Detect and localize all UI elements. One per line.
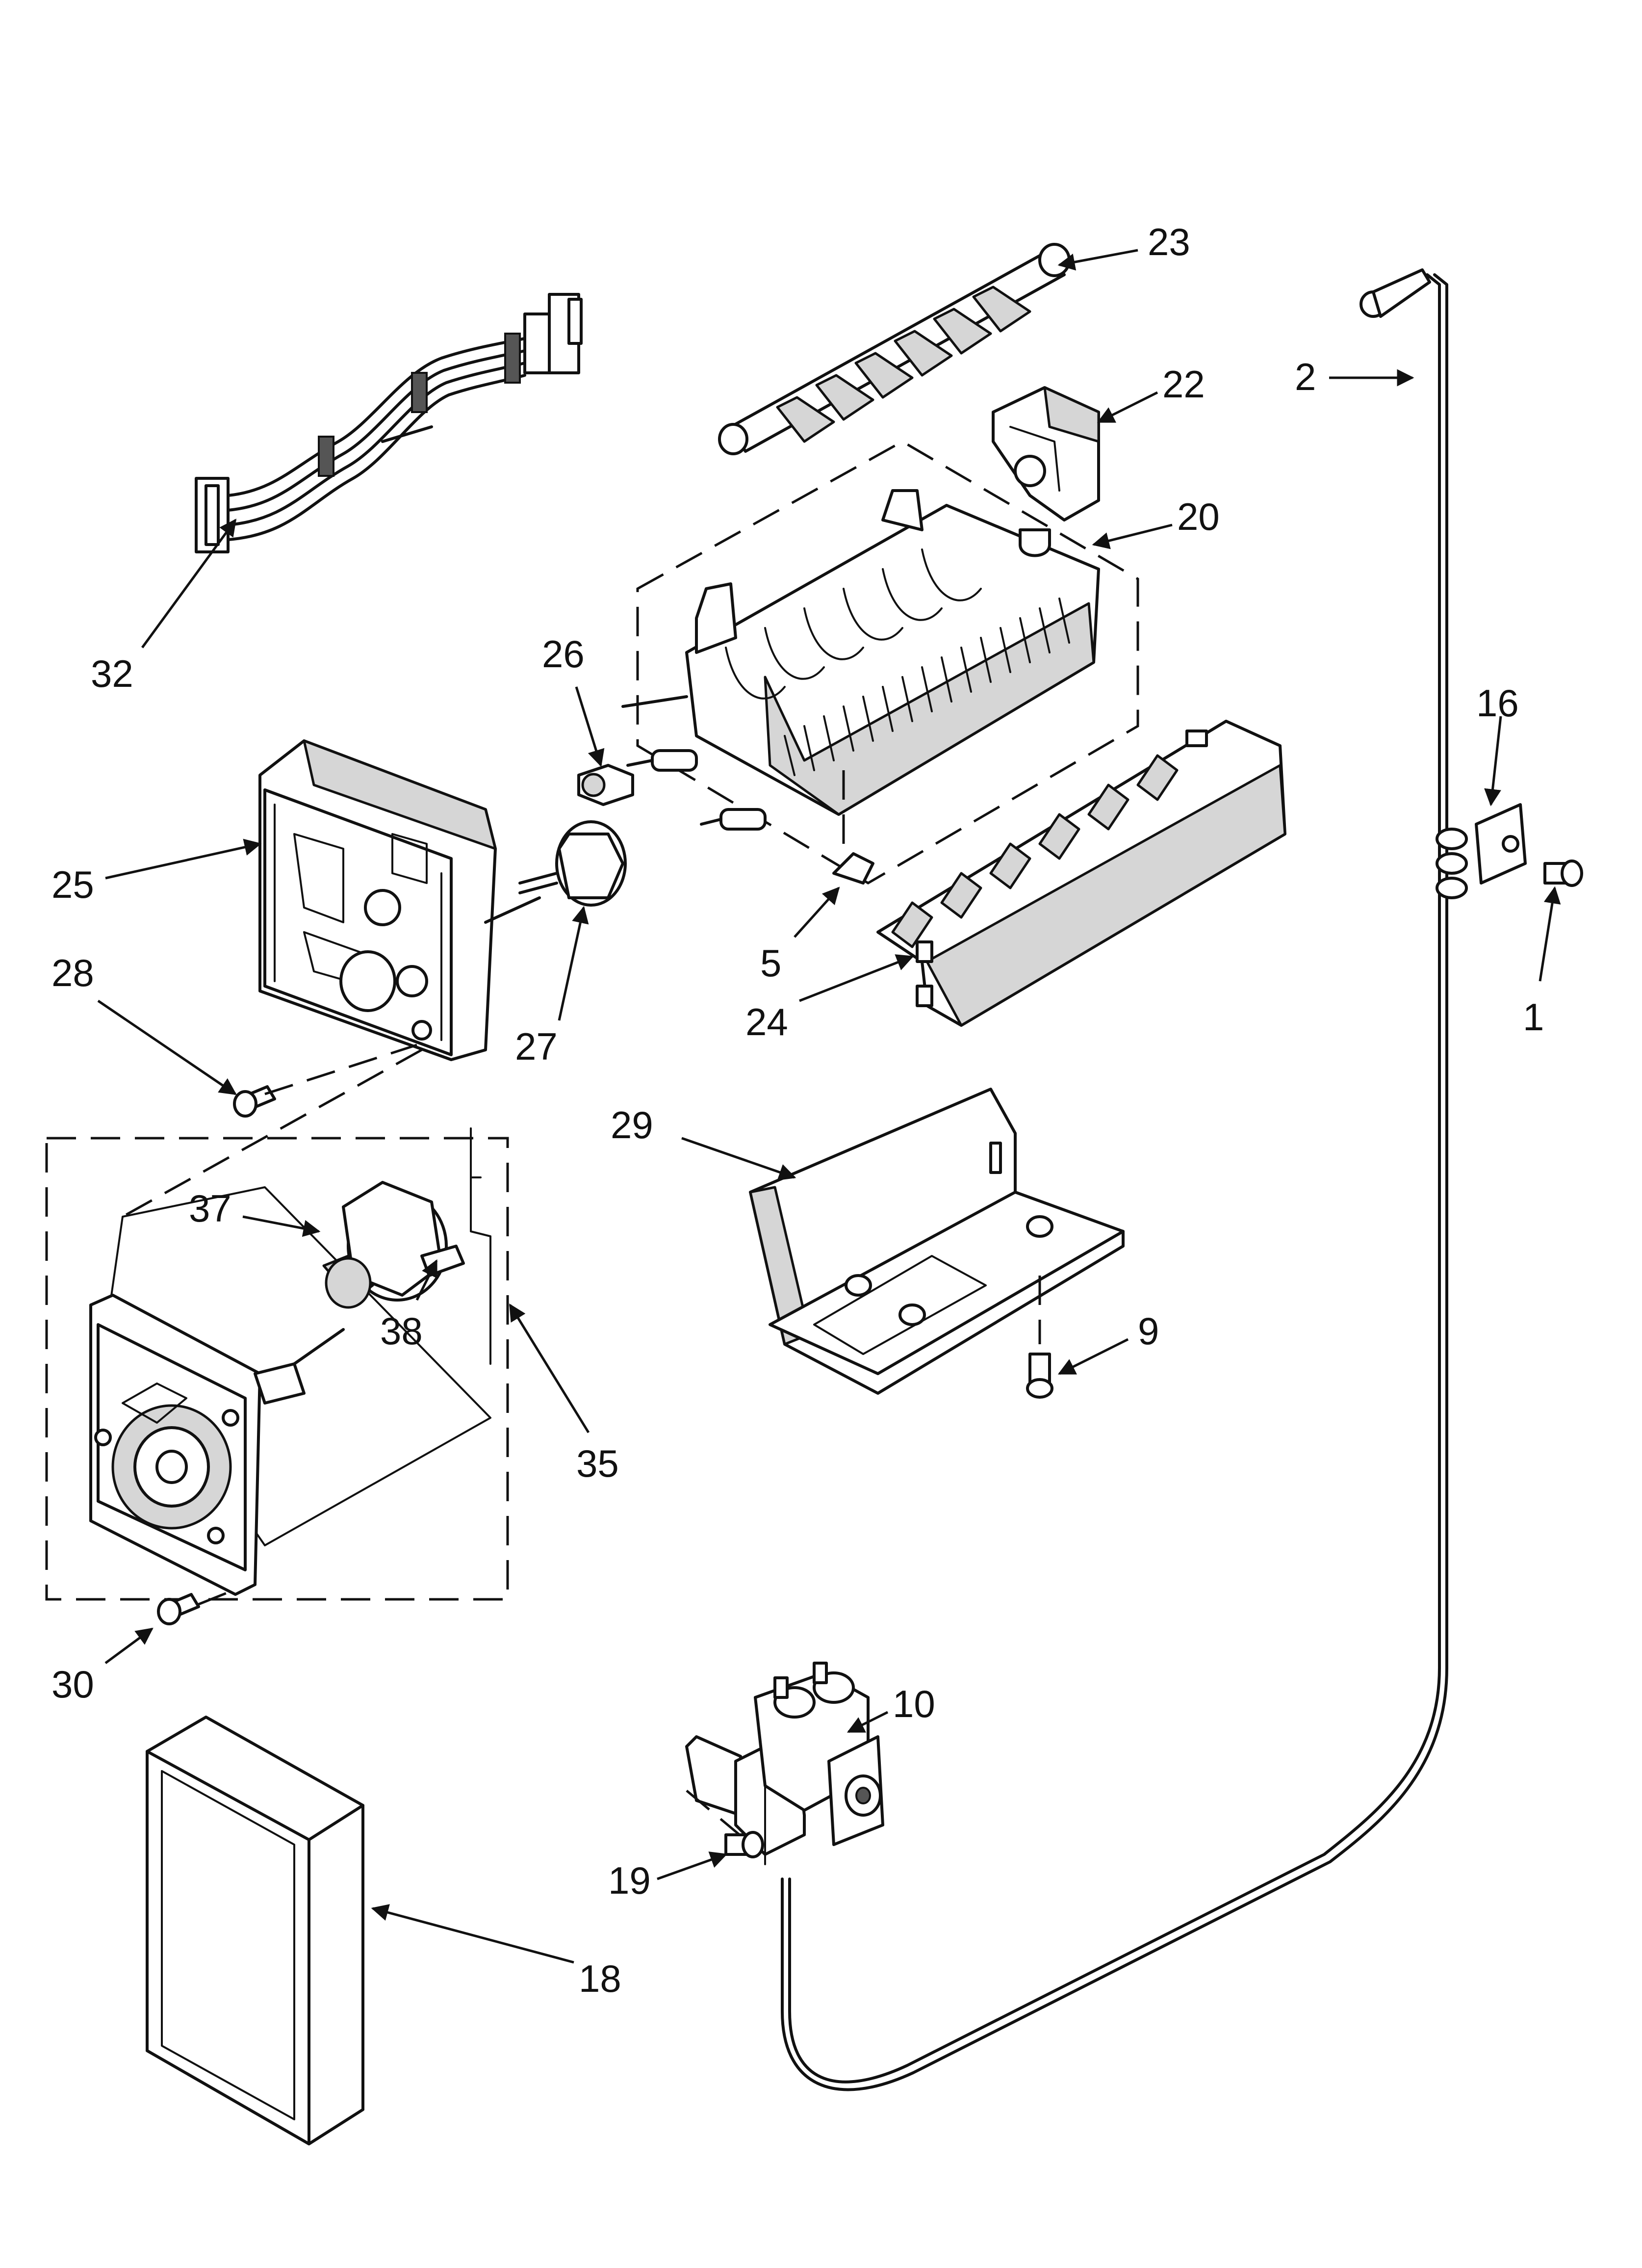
part-27-thermostat	[518, 820, 627, 907]
callout-20: 20	[1092, 495, 1220, 549]
callout-32: 32	[91, 519, 237, 695]
callout-22: 22	[1097, 363, 1205, 423]
part-19-screw	[724, 1831, 764, 1858]
callout-38: 38	[380, 1259, 438, 1353]
part-25-module-housing	[258, 739, 541, 1061]
callout-16: 16	[1476, 681, 1519, 807]
callout-25: 25	[51, 838, 262, 906]
label-23: 23	[1148, 220, 1190, 263]
part-2-fill-tube	[781, 268, 1448, 2091]
callout-35: 35	[509, 1303, 619, 1485]
label-26: 26	[542, 632, 585, 676]
label-30: 30	[51, 1663, 94, 1706]
callout-23: 23	[1057, 220, 1190, 271]
callout-2: 2	[1295, 355, 1414, 398]
part-24-stripper	[876, 720, 1286, 1027]
label-38: 38	[380, 1309, 423, 1353]
label-2: 2	[1295, 355, 1316, 398]
label-28: 28	[51, 951, 94, 994]
label-25: 25	[51, 863, 94, 906]
label-5: 5	[760, 941, 781, 985]
label-1: 1	[1523, 995, 1544, 1039]
part-22-bearing	[992, 386, 1100, 521]
part-23-ejector	[718, 243, 1071, 455]
part-26-clip	[577, 764, 634, 806]
part-5-clip	[832, 770, 874, 885]
label-18: 18	[579, 1957, 621, 2000]
callout-18: 18	[371, 1904, 621, 2000]
part-32-wire-harness	[195, 293, 583, 553]
label-10: 10	[893, 1682, 935, 1725]
callout-26: 26	[542, 632, 605, 767]
label-9: 9	[1138, 1309, 1159, 1353]
part-35-motor-module	[45, 1048, 509, 1601]
label-37: 37	[189, 1187, 231, 1230]
callout-1: 1	[1523, 886, 1561, 1039]
callout-29: 29	[611, 1103, 796, 1181]
label-24: 24	[745, 1000, 788, 1043]
callout-24: 24	[745, 954, 914, 1043]
callout-5: 5	[760, 886, 840, 985]
label-22: 22	[1162, 363, 1205, 406]
callout-27: 27	[515, 906, 589, 1068]
label-32: 32	[91, 652, 133, 695]
label-29: 29	[611, 1103, 653, 1147]
part-9-screw	[1026, 1353, 1053, 1399]
part-16-clamp	[1436, 803, 1527, 899]
part-10-water-valve	[685, 1662, 884, 1865]
part-18-pad	[146, 1716, 364, 2145]
part-29-cover	[749, 1088, 1125, 1395]
callout-37: 37	[189, 1187, 321, 1237]
callout-28: 28	[51, 951, 237, 1095]
callout-19: 19	[608, 1851, 728, 1902]
label-19: 19	[608, 1859, 651, 1902]
label-27: 27	[515, 1025, 558, 1068]
part-20-mold	[621, 440, 1139, 885]
callout-10: 10	[847, 1682, 935, 1733]
label-20: 20	[1177, 495, 1220, 538]
part-28-screw	[233, 1043, 417, 1118]
callout-9: 9	[1057, 1309, 1159, 1375]
callout-30: 30	[51, 1627, 154, 1706]
label-16: 16	[1476, 681, 1519, 725]
label-35: 35	[576, 1442, 619, 1485]
part-1-screw	[1543, 860, 1583, 887]
part-30-screw	[157, 1588, 236, 1625]
